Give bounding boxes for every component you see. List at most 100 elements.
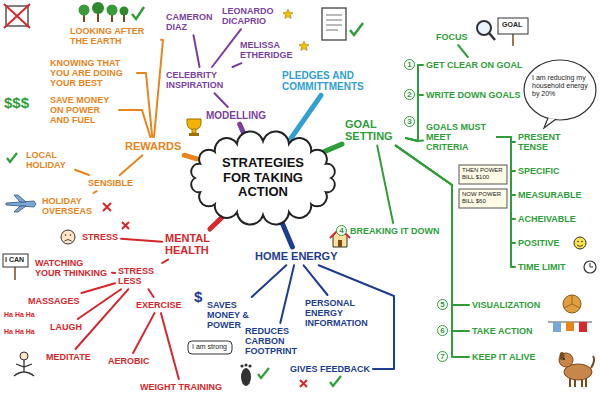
footprint-icon	[240, 364, 243, 367]
branch-topic: ACHEIVABLE	[518, 214, 576, 224]
check-mark	[7, 153, 17, 162]
topic-text: HOLIDAY OVERSEAS	[42, 196, 100, 216]
branch-line	[75, 170, 89, 175]
pledge-paper-icon	[322, 8, 346, 40]
topic-text: TIME LIMIT	[518, 262, 566, 272]
branch-line	[323, 144, 343, 152]
branch-line	[396, 146, 469, 305]
branch-topic: MEDITATE	[46, 352, 91, 362]
branch-topic: CELEBRITY INSPIRATION	[166, 70, 238, 90]
branch-line	[280, 265, 294, 323]
clock-icon	[590, 263, 593, 267]
note-label: $$$	[4, 94, 29, 111]
branch-line	[161, 313, 179, 379]
trophy-icon	[187, 119, 201, 136]
topic-text: VISUALIZATION	[472, 300, 540, 310]
branch-line	[497, 137, 515, 243]
branch-line	[323, 144, 343, 152]
branch-line	[291, 95, 321, 138]
cross-mark	[122, 222, 129, 229]
goal-sign	[498, 18, 528, 34]
branch-line	[396, 146, 469, 357]
callout-number: 4	[336, 225, 347, 236]
branch-topic: HOME ENERGY	[255, 250, 338, 262]
smiley-icon	[574, 237, 586, 249]
branch-line	[280, 265, 294, 323]
clock-icon	[584, 261, 596, 273]
branch-line	[291, 95, 321, 138]
note-label: I am strong	[192, 343, 227, 351]
stressed-face-icon	[61, 230, 75, 244]
branch-topic: MODELLING	[206, 110, 266, 121]
branch-topic: WATCHING YOUR THINKING	[35, 258, 109, 278]
pledge-paper-icon	[326, 15, 342, 30]
branch-line	[233, 63, 242, 67]
branch-topic: GOAL SETTING	[345, 118, 403, 143]
branch-line	[281, 220, 293, 247]
goal-sign	[498, 18, 528, 46]
branch-line	[233, 63, 242, 67]
topic-text: POSITIVE	[518, 238, 560, 248]
topic-text: GOALS MUST MEET CRITERIA	[426, 122, 494, 152]
branch-line	[119, 110, 150, 137]
branch-line	[133, 313, 154, 353]
branch-line	[458, 45, 468, 57]
branch-line	[212, 29, 241, 67]
cross-mark	[122, 222, 129, 229]
trees-icon	[84, 10, 124, 22]
topic-text: GOAL SETTING	[345, 118, 403, 143]
power-bill	[459, 189, 507, 208]
branch-line	[252, 265, 287, 297]
note-label: $	[194, 288, 202, 305]
topic-text: MENTAL HEALTH	[165, 232, 223, 257]
branch-topic: LAUGH	[50, 322, 82, 332]
branch-topic: MENTAL HEALTH	[165, 232, 223, 257]
branch-line	[93, 191, 96, 193]
note-label: Ha Ha Ha	[4, 328, 35, 336]
smiley-icon	[581, 241, 583, 243]
meditating-person-icon	[14, 352, 34, 376]
topic-text: SPECIFIC	[518, 166, 560, 176]
branch-topic: SPECIFIC	[518, 166, 560, 176]
topic-text: MEDITATE	[46, 352, 91, 362]
cross-mark	[103, 203, 111, 211]
topic-text: PLEDGES AND COMMITTMENTS	[282, 70, 380, 92]
branch-line	[76, 289, 129, 349]
trees-icon	[92, 2, 104, 14]
branch-line	[82, 283, 116, 293]
branch-line	[149, 289, 154, 297]
smiley-icon	[577, 241, 579, 243]
branch-line	[497, 137, 515, 195]
magnifier-icon	[489, 33, 495, 40]
dog-icon	[559, 353, 573, 367]
branch-topic: REWARDS	[125, 140, 181, 152]
branch-line	[396, 146, 469, 331]
callout-number: 2	[404, 89, 415, 100]
clothes-line-icon	[553, 322, 561, 332]
branch-topic: GET CLEAR ON GOAL	[426, 60, 523, 70]
dog-icon	[591, 356, 594, 368]
branch-line	[133, 313, 154, 353]
branch-line	[406, 138, 423, 141]
branch-line	[137, 73, 152, 137]
topic-text: MASSAGES	[28, 296, 80, 306]
dog-icon	[559, 352, 594, 387]
cross-mark	[300, 380, 307, 387]
topic-text: KEEP IT ALIVE	[472, 352, 536, 362]
branch-line	[396, 146, 469, 305]
central-topic: STRATEGIES FOR TAKING ACTION	[184, 130, 342, 226]
speech-bubble	[544, 118, 556, 128]
branch-line	[212, 29, 241, 67]
branch-topic: EXERCISE	[136, 300, 182, 310]
branch-topic: LOCAL HOLIDAY	[26, 150, 72, 170]
pie-icon	[564, 295, 580, 308]
topic-text: AEROBIC	[108, 356, 150, 366]
power-bill	[459, 165, 507, 184]
branch-line	[304, 265, 328, 295]
branch-line	[184, 155, 197, 159]
topic-text: LOCAL HOLIDAY	[26, 150, 72, 170]
branch-line	[154, 40, 163, 137]
pie-icon	[563, 295, 581, 313]
topic-text: EXERCISE	[136, 300, 182, 310]
callout-number: 6	[437, 325, 448, 336]
